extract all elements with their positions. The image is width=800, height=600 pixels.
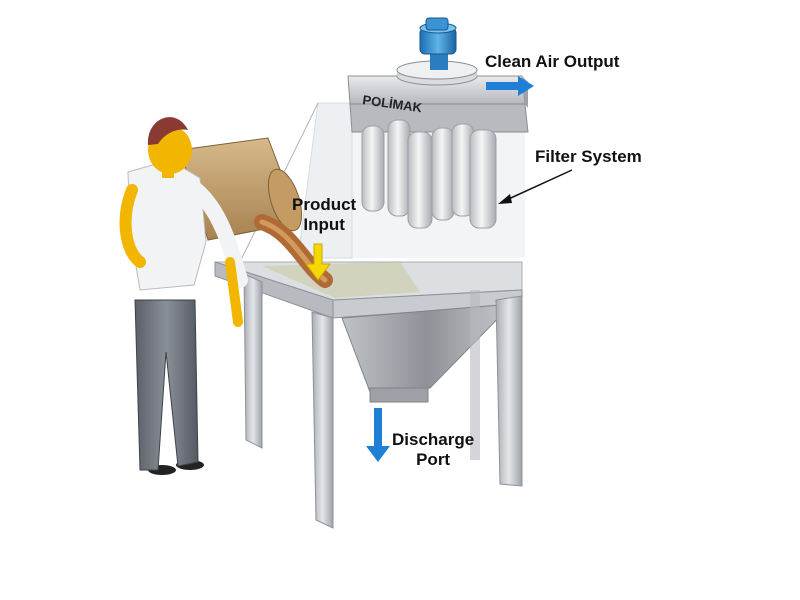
- arrow-right-icon: [486, 76, 534, 96]
- discharge-hopper: [341, 303, 514, 403]
- discharge-port-label: Discharge Port: [392, 430, 474, 470]
- filter-cartridges: [361, 119, 497, 229]
- clean-air-arrow: [486, 76, 534, 96]
- product-input-line1: Product: [292, 195, 357, 214]
- arrow-down-icon: [305, 243, 331, 281]
- filter-pointer-arrow: [498, 169, 573, 204]
- product-input-line2: Input: [303, 215, 345, 234]
- arrow-down-icon: [366, 408, 390, 462]
- clean-air-output-label: Clean Air Output: [485, 52, 620, 71]
- discharge-arrow: [366, 408, 390, 462]
- discharge-port-line2: Port: [416, 450, 451, 469]
- product-input-label: Product Input: [292, 195, 356, 235]
- discharge-port-line1: Discharge: [392, 430, 475, 449]
- support-legs: [243, 273, 523, 529]
- filter-system-label: Filter System: [535, 147, 642, 166]
- product-input-arrow: [305, 243, 331, 281]
- motor-fan-icon: [419, 17, 457, 70]
- operator-figure: [119, 117, 248, 475]
- pointer-arrow-icon: [498, 194, 512, 204]
